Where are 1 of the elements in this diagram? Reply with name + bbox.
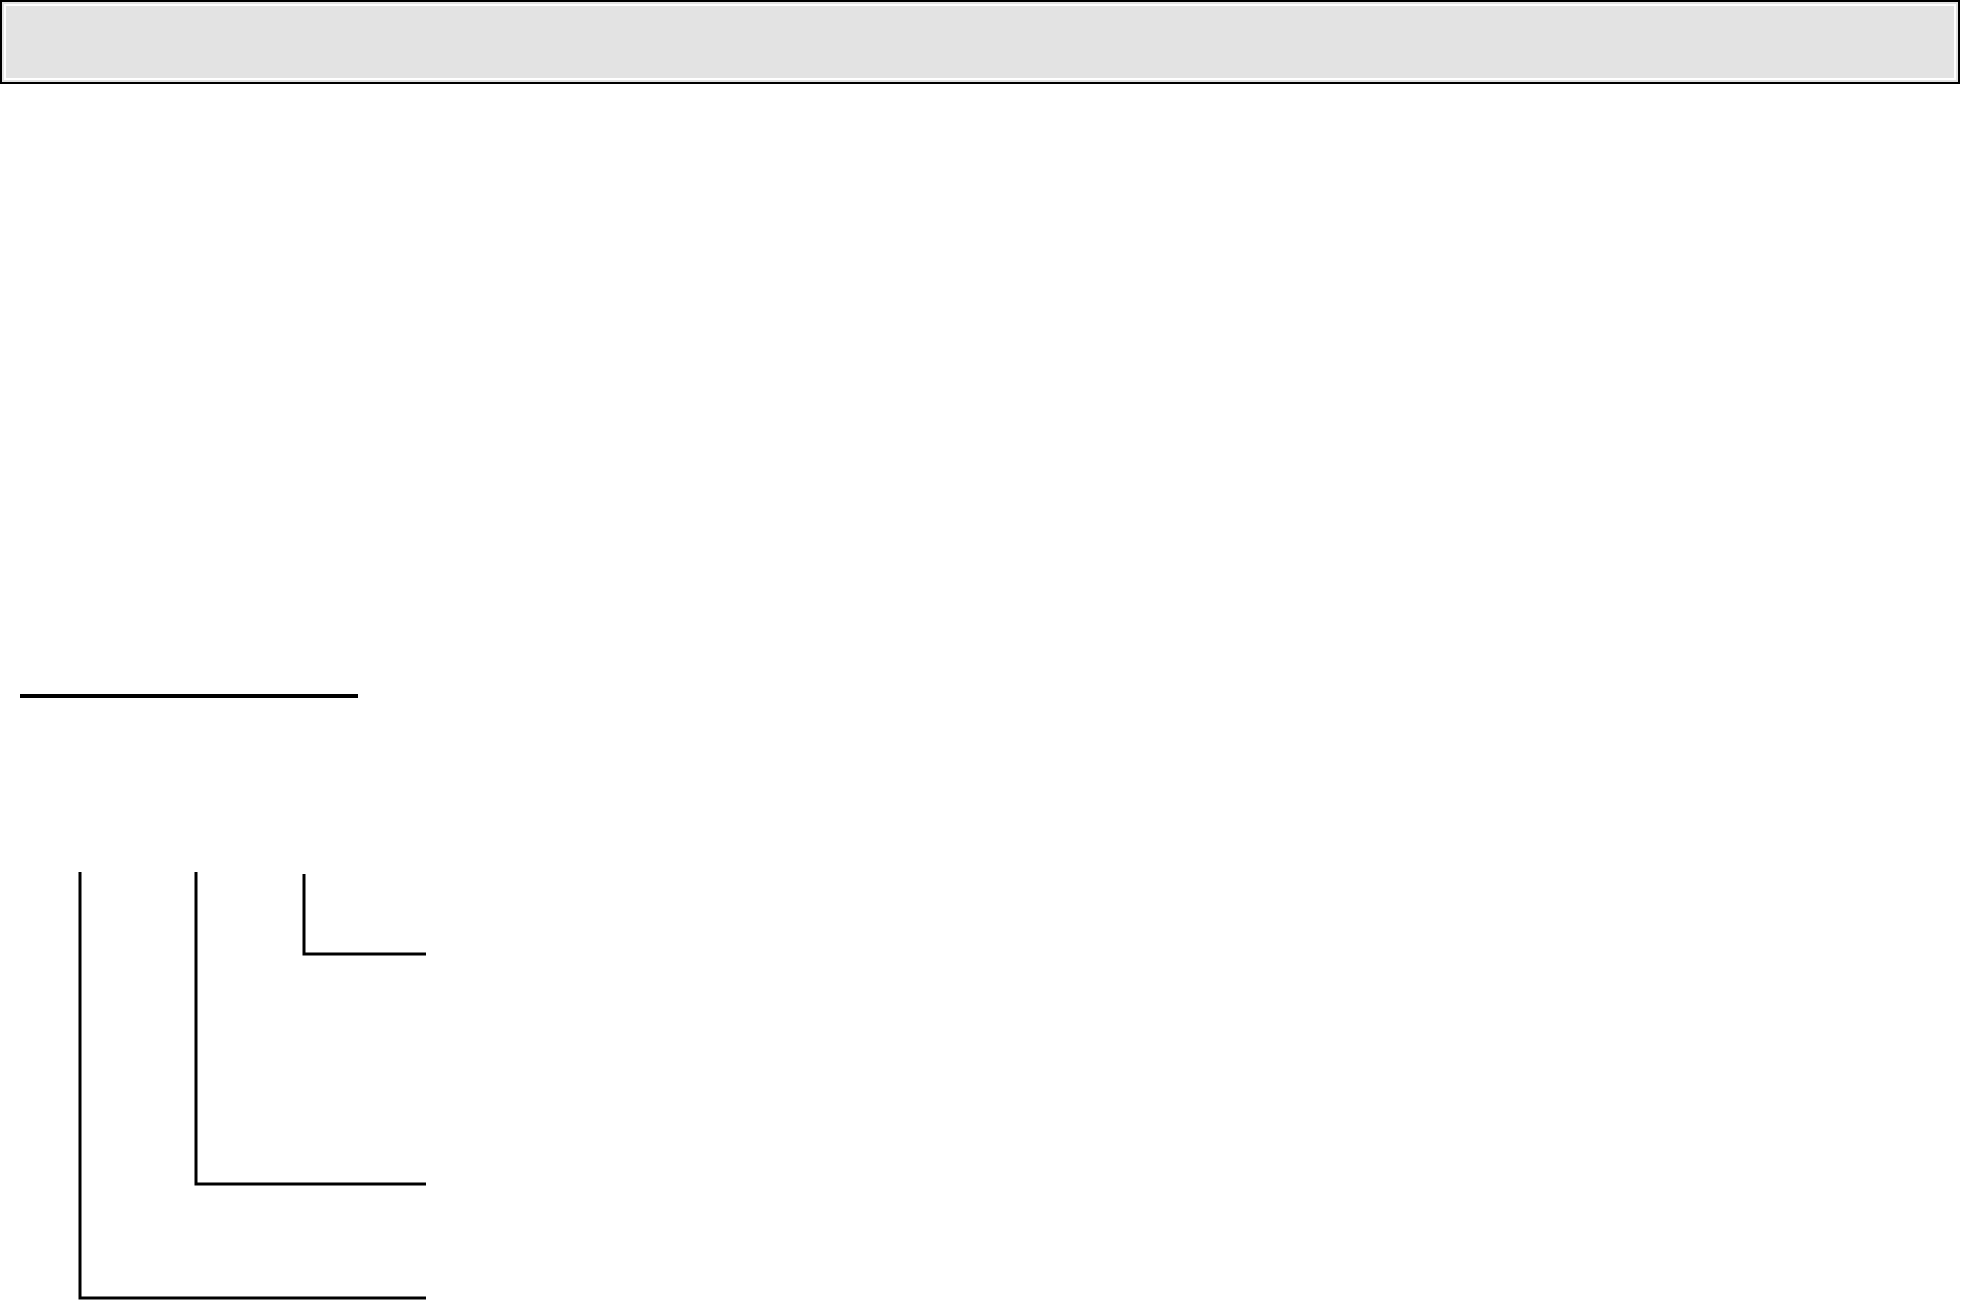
- header-bar: [0, 0, 1960, 84]
